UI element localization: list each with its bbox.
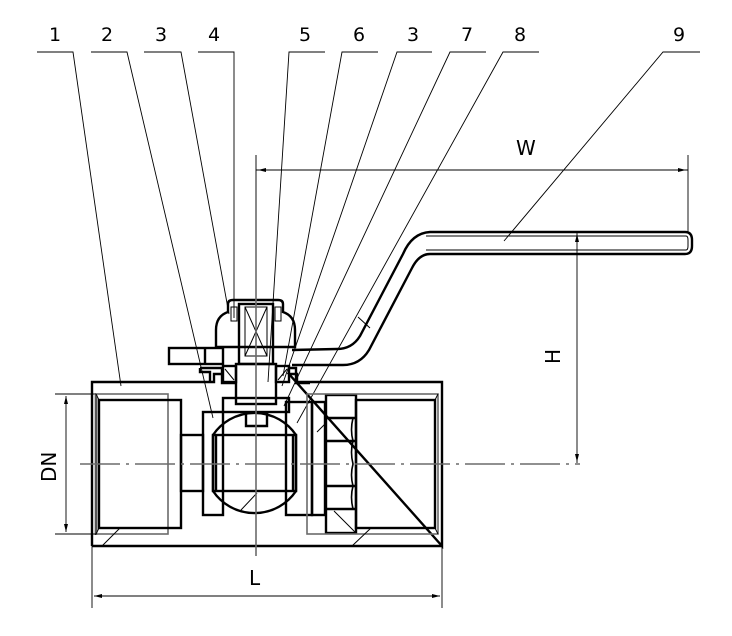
callout-labels: 1 2 3 4 5 6 3 7 8 9 [49, 24, 685, 46]
dimension-h-label: H [541, 349, 565, 364]
dimension-dn: DN [37, 393, 96, 535]
dimension-w: W [256, 136, 689, 232]
dimension-h: H [541, 232, 579, 463]
callout-5: 5 [299, 24, 311, 46]
dimension-l-label: L [249, 566, 261, 590]
callout-3: 3 [155, 24, 167, 46]
callout-7: 7 [461, 24, 473, 46]
leader-3b [281, 51, 432, 387]
leader-3 [144, 51, 230, 315]
leader-5 [267, 51, 325, 383]
callout-4: 4 [208, 24, 220, 46]
centerlines [80, 155, 580, 556]
dimension-l: L [91, 546, 443, 608]
dimension-w-label: W [516, 136, 536, 160]
leader-2 [91, 51, 214, 419]
callout-1: 1 [49, 24, 61, 46]
callout-2: 2 [101, 24, 113, 46]
leader-4 [198, 51, 235, 318]
leader-6 [282, 51, 378, 377]
callout-6: 6 [353, 24, 365, 46]
callout-9: 9 [673, 24, 685, 46]
leader-9 [503, 51, 700, 242]
dimension-dn-label: DN [37, 452, 61, 482]
leader-8 [296, 51, 539, 424]
leader-7 [283, 51, 486, 407]
leader-lines [37, 51, 700, 424]
callout-8: 8 [514, 24, 526, 46]
callout-3b: 3 [407, 24, 419, 46]
leader-1 [37, 51, 122, 387]
valve-body [90, 372, 444, 550]
lever-handle [167, 230, 694, 367]
